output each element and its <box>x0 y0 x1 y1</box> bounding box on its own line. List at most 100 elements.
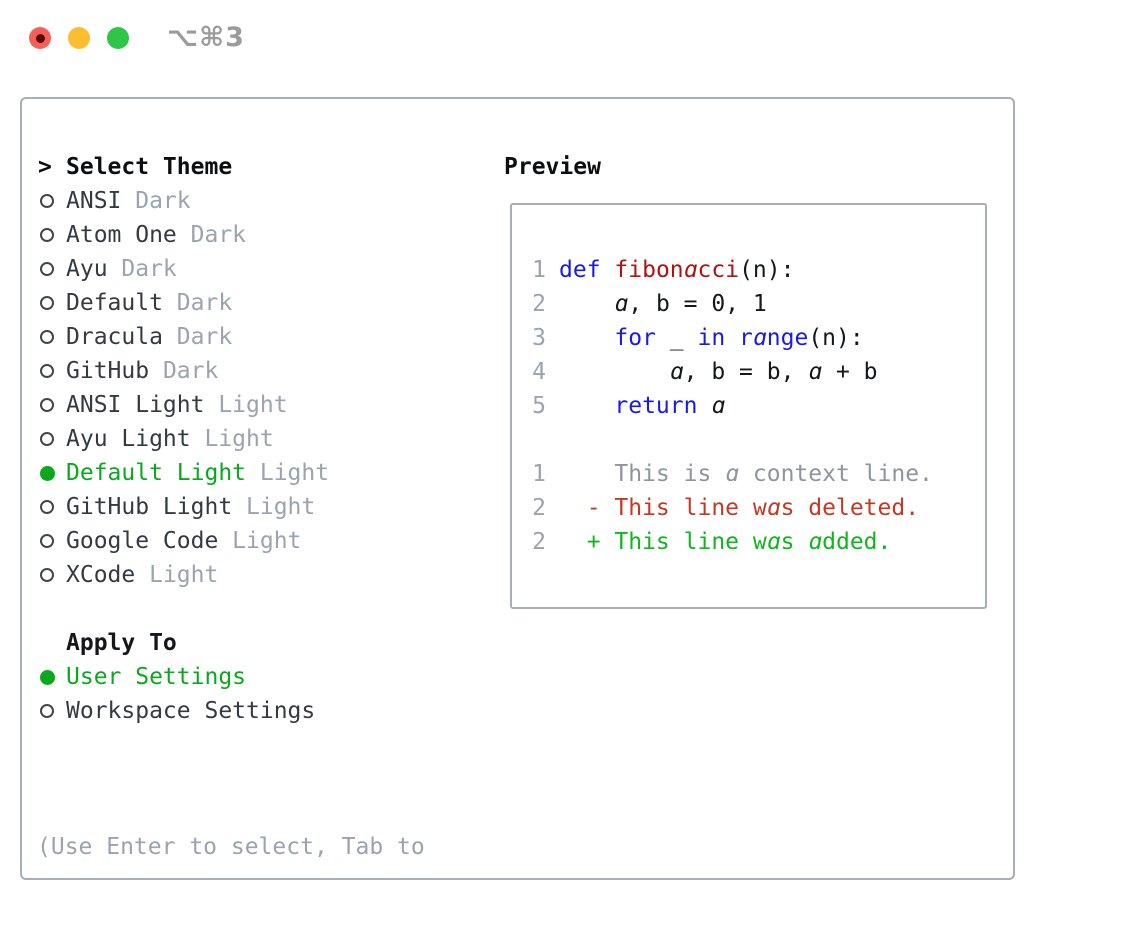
theme-variant-badge: Dark <box>176 324 233 350</box>
selected-radio-icon <box>38 465 66 481</box>
theme-name: Ayu Light <box>66 426 191 452</box>
radio-icon <box>38 194 66 208</box>
line-number: 1 <box>532 461 546 487</box>
code-segment-pl <box>725 325 739 351</box>
theme-option-ansi[interactable]: ANSI Dark <box>38 184 329 218</box>
radio-icon <box>38 500 66 514</box>
radio-icon <box>38 534 66 548</box>
window-title: ⌥⌘3 <box>167 22 245 53</box>
code-line: 2 - This line wɑs deleted. <box>532 491 985 525</box>
theme-option-label: ANSI Dark <box>66 188 191 214</box>
theme-option-label: GitHub Dark <box>66 358 218 384</box>
code-line: 1 def fibonɑcci(n): <box>532 253 985 287</box>
theme-option-dracula[interactable]: Dracula Dark <box>38 320 329 354</box>
theme-name: Ayu <box>66 256 108 282</box>
theme-variant-badge: Dark <box>135 188 191 214</box>
theme-option-label: Atom One Dark <box>66 222 246 248</box>
titlebar <box>29 27 129 49</box>
code-segment-pl <box>601 257 615 283</box>
code-text: + This line wɑs ɑdded. <box>559 529 892 555</box>
apply-option-workspace-settings[interactable]: Workspace Settings <box>38 694 315 728</box>
code-segment-kw: def <box>559 257 601 283</box>
code-segment-ctx: This is ɑ context line. <box>559 461 933 487</box>
cursive-a-glyph: ɑ <box>766 529 781 555</box>
cursive-a-glyph: ɑ <box>766 495 781 521</box>
code-line: 3 for _ in rɑnge(n): <box>532 321 985 355</box>
apply-option-label: Workspace Settings <box>66 698 316 724</box>
code-line: 1 This is ɑ context line. <box>532 457 985 491</box>
apply-option-user-settings[interactable]: User Settings <box>38 660 315 694</box>
selected-radio-icon <box>38 669 66 685</box>
theme-name: GitHub Light <box>66 494 233 520</box>
code-segment-kw: return <box>614 393 698 419</box>
theme-name: Default Light <box>66 460 247 486</box>
radio-icon <box>38 704 66 718</box>
radio-icon <box>38 228 66 242</box>
theme-variant-badge: Dark <box>176 290 233 316</box>
help-text: (Use Enter to select, Tab to change focu… <box>37 762 425 934</box>
apply-to-header: Apply To <box>38 626 315 660</box>
code-line <box>532 423 985 457</box>
theme-name: GitHub <box>66 358 150 384</box>
apply-to-title: Apply To <box>66 630 177 656</box>
theme-name: Default <box>66 290 163 316</box>
theme-option-atom-one[interactable]: Atom One Dark <box>38 218 329 252</box>
help-line-1: (Use Enter to select, Tab to <box>37 834 425 860</box>
theme-variant-badge: Dark <box>162 358 219 384</box>
code-segment-pl <box>559 393 614 419</box>
radio-icon <box>38 296 66 310</box>
code-segment-kw: for <box>614 325 656 351</box>
code-text: ɑ, b = 0, 1 <box>559 291 766 317</box>
cursive-a-glyph: ɑ <box>614 291 629 317</box>
code-segment-add: + This line wɑs ɑdded. <box>559 529 892 555</box>
code-text: - This line wɑs deleted. <box>559 495 919 521</box>
select-theme-header: > Select Theme <box>38 150 329 184</box>
code-segment-kw: rɑnge <box>739 325 809 351</box>
radio-icon <box>38 364 66 378</box>
cursive-a-glyph: ɑ <box>808 359 823 385</box>
theme-variant-badge: Light <box>246 494 316 520</box>
radio-icon <box>38 432 66 446</box>
line-number: 4 <box>532 359 546 385</box>
theme-name: Google Code <box>66 528 219 554</box>
theme-name: ANSI <box>66 188 122 214</box>
theme-option-label: Default Dark <box>66 290 232 316</box>
theme-variant-badge: Dark <box>190 222 247 248</box>
theme-name: Atom One <box>66 222 177 248</box>
cursive-a-glyph: ɑ <box>683 257 698 283</box>
theme-variant-badge: Light <box>149 562 219 588</box>
theme-option-default[interactable]: Default Dark <box>38 286 329 320</box>
theme-name: ANSI Light <box>66 392 205 418</box>
line-number: 5 <box>532 393 546 419</box>
cursive-a-glyph: ɑ <box>752 325 767 351</box>
minimize-button-icon[interactable] <box>68 27 90 49</box>
theme-name: Dracula <box>66 324 163 350</box>
zoom-button-icon[interactable] <box>107 27 129 49</box>
theme-option-github[interactable]: GitHub Dark <box>38 354 329 388</box>
code-line: 2 ɑ, b = 0, 1 <box>532 287 985 321</box>
code-segment-pl: ɑ, b = b, ɑ + b <box>669 359 878 385</box>
line-number: 1 <box>532 257 546 283</box>
theme-variant-badge: Light <box>259 460 330 486</box>
code-segment-pl: (n): <box>739 257 795 283</box>
theme-option-label: Dracula Dark <box>66 324 232 350</box>
theme-option-default-light[interactable]: Default Light Light <box>38 456 329 490</box>
theme-option-github-light[interactable]: GitHub Light Light <box>38 490 329 524</box>
code-line: 4 ɑ, b = b, ɑ + b <box>532 355 985 389</box>
line-number: 2 <box>532 495 546 521</box>
close-button-icon[interactable] <box>29 27 51 49</box>
code-segment-fn: fibonɑcci <box>614 257 740 283</box>
preview-title: Preview <box>504 154 601 180</box>
